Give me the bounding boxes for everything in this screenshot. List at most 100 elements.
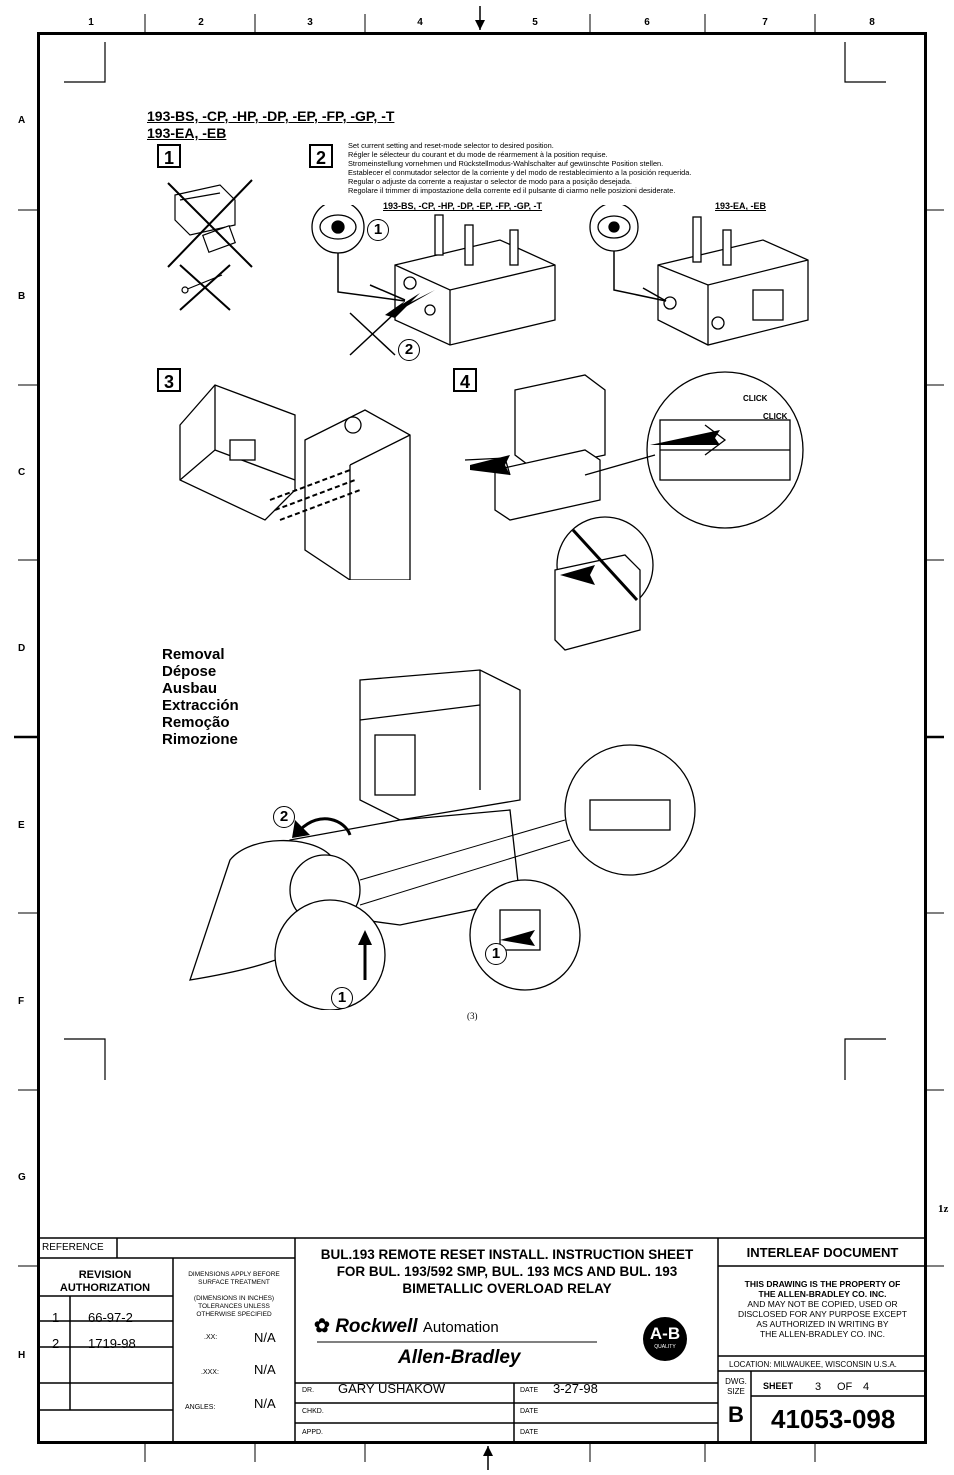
sublabel-bs-models: 193-BS, -CP, -HP, -DP, -EP, -FP, -GP, -T <box>383 201 543 211</box>
step-3-box: 3 <box>157 368 181 392</box>
appd-label: APPD. <box>302 1429 324 1436</box>
instruction-en: Set current setting and reset-mode selec… <box>348 141 554 150</box>
date-value: 3-27-98 <box>553 1381 598 1396</box>
revision-2-auth: 1719-98 <box>88 1336 136 1351</box>
revision-1-num: 1 <box>52 1310 60 1325</box>
drawing-number: 41053-098 <box>771 1404 896 1434</box>
allen-bradley-logo: Allen-Bradley <box>398 1347 521 1368</box>
instruction-pt: Regular o adjuste da corrente a reajusta… <box>348 177 632 186</box>
callout-2-step2: 2 <box>398 339 420 361</box>
property-line-2: THE ALLEN-BRADLEY CO. INC. <box>758 1289 887 1299</box>
side-code: 1z <box>938 1203 949 1215</box>
dims-note-1: DIMENSIONS APPLY BEFORE SURFACE TREATMEN… <box>188 1271 280 1286</box>
click-label-1: CLICK <box>743 394 768 403</box>
page-marker: (3) <box>467 1011 478 1021</box>
zone-row-a: A <box>18 115 26 126</box>
angles-value: N/A <box>254 1396 276 1411</box>
sheet-number: 3 <box>815 1381 822 1393</box>
instruction-it: Regolare il trimmer di impostazione dell… <box>348 186 676 195</box>
model-line-2: 193-EA, -EB <box>147 125 227 141</box>
step1-illustration <box>167 179 253 311</box>
tol-xx-value: N/A <box>254 1330 276 1345</box>
drawing-title-line-3: BIMETALLIC OVERLOAD RELAY <box>402 1281 612 1296</box>
zone-row-e: E <box>18 820 25 831</box>
drawing-frame <box>37 32 927 1444</box>
property-line-3: AND MAY NOT BE COPIED, USED OR <box>747 1299 898 1309</box>
callout-1-removal-a: 1 <box>331 987 353 1009</box>
zone-row-g: G <box>18 1172 26 1183</box>
drawing-title-line-1: BUL.193 REMOTE RESET INSTALL. INSTRUCTIO… <box>320 1247 694 1262</box>
zone-col-5: 5 <box>532 17 538 28</box>
callout-1-step2: 1 <box>367 219 389 241</box>
tol-xxx-label: .XXX: <box>201 1369 219 1376</box>
zone-col-6: 6 <box>644 17 650 28</box>
removal-en: Removal <box>162 646 225 663</box>
zone-row-d: D <box>18 643 26 654</box>
step3-illustration <box>179 384 411 580</box>
drawing-title-line-2: FOR BUL. 193/592 SMP, BUL. 193 MCS AND B… <box>336 1264 678 1279</box>
property-line-1: THIS DRAWING IS THE PROPERTY OF <box>744 1279 901 1289</box>
date-label-3: DATE <box>520 1429 539 1436</box>
zone-row-f: F <box>18 996 25 1007</box>
removal-illustration <box>189 669 696 1010</box>
dims-note-2: (DIMENSIONS IN INCHES) TOLERANCES UNLESS… <box>193 1295 275 1318</box>
removal-heading: Removal Dépose Ausbau Extracción Remoção… <box>162 646 239 748</box>
automation-brand-text: Automation <box>422 1319 499 1336</box>
sublabel-ea-models: 193-EA, -EB <box>715 201 767 211</box>
instruction-text: Set current setting and reset-mode selec… <box>348 141 778 195</box>
step-4-box: 4 <box>453 368 477 392</box>
sheet-of: OF <box>837 1381 853 1393</box>
removal-es: Extracción <box>162 697 239 714</box>
location-label: LOCATION: MILWAUKEE, WISCONSIN U.S.A. <box>729 1360 897 1369</box>
revision-1-auth: 66-97-2 <box>88 1310 133 1325</box>
zone-col-4: 4 <box>417 17 423 28</box>
zone-col-1: 1 <box>88 17 94 28</box>
reference-label: REFERENCE <box>42 1242 104 1253</box>
revision-auth-label: REVISION AUTHORIZATION <box>59 1269 151 1294</box>
callout-1-removal-b: 1 <box>485 943 507 965</box>
click-label-2: CLICK <box>763 412 788 421</box>
sheet-label: SHEET <box>763 1381 794 1391</box>
zone-row-b: B <box>18 291 26 302</box>
ab-logo-text: A-B <box>649 1324 681 1343</box>
angles-label: ANGLES: <box>185 1404 216 1411</box>
drawing-title: BUL.193 REMOTE RESET INSTALL. INSTRUCTIO… <box>296 1246 718 1297</box>
instruction-es: Establecer el conmutador selector de la … <box>348 168 692 177</box>
title-block-lines <box>37 1237 927 1442</box>
property-line-5: AS AUTHORIZED IN WRITING BY <box>756 1319 889 1329</box>
instruction-fr: Régler le sélecteur du courant et du mod… <box>348 150 608 159</box>
chkd-label: CHKD. <box>302 1408 324 1415</box>
zone-row-c: C <box>18 467 26 478</box>
ab-quality-logo: A-B QUALITY <box>643 1317 687 1361</box>
instruction-de: Stromeinstellung vornehmen und Rückstell… <box>348 159 664 168</box>
dwg-size-value: B <box>728 1402 744 1427</box>
dr-label: DR. <box>302 1387 315 1394</box>
removal-de: Ausbau <box>162 680 218 697</box>
date-label-2: DATE <box>520 1408 539 1415</box>
removal-it: Rimozione <box>162 731 238 748</box>
zone-row-h: H <box>18 1350 26 1361</box>
dwg-size-label: DWG. SIZE <box>725 1377 747 1396</box>
zone-col-7: 7 <box>762 17 768 28</box>
step-1-box: 1 <box>157 144 181 168</box>
zone-col-8: 8 <box>869 17 875 28</box>
sheet-total: 4 <box>863 1381 870 1393</box>
property-line-6: THE ALLEN-BRADLEY CO. INC. <box>759 1329 886 1339</box>
tol-xxx-value: N/A <box>254 1362 276 1377</box>
property-notice: THIS DRAWING IS THE PROPERTY OF THE ALLE… <box>718 1279 927 1339</box>
rockwell-logo: ✿ Rockwell Automation <box>314 1315 499 1338</box>
zone-col-2: 2 <box>198 17 204 28</box>
callout-2-removal: 2 <box>273 806 295 828</box>
step4-illustration <box>465 371 804 651</box>
dr-value: GARY USHAKOW <box>338 1381 446 1396</box>
step2-relay-illustration <box>311 205 556 356</box>
zone-col-3: 3 <box>307 17 313 28</box>
property-line-4: DISCLOSED FOR ANY PURPOSE EXCEPT <box>738 1309 907 1319</box>
step-2-box: 2 <box>309 144 333 168</box>
interleaf-label: INTERLEAF DOCUMENT <box>746 1245 899 1260</box>
step2-ea-relay-illustration <box>589 205 809 346</box>
ab-quality-text: QUALITY <box>654 1344 676 1350</box>
removal-fr: Dépose <box>162 663 217 680</box>
tol-xx-label: .XX: <box>204 1334 218 1341</box>
